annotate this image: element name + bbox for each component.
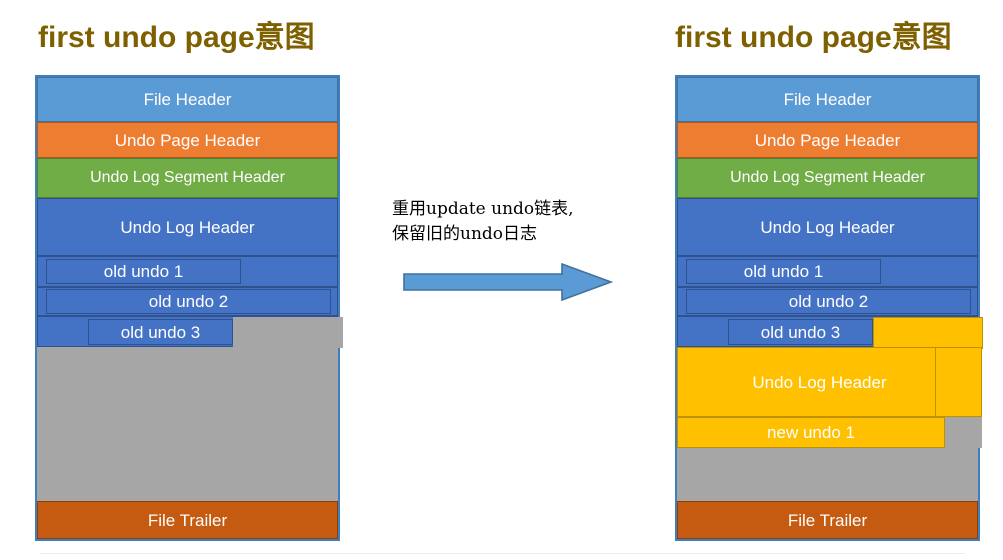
transformation-note-line-1: 重用update undo链表, [392,199,574,219]
right-undo-page-diagram: File Header Undo Page Header Undo Log Se… [675,75,983,541]
left-free-space [37,347,338,523]
left-undo-page-diagram: File Header Undo Page Header Undo Log Se… [35,75,343,541]
right-band-file-header: File Header [677,77,978,122]
right-band-undo-log-segment-header: Undo Log Segment Header [677,158,978,198]
right-old-undo-3-row: old undo 3 [677,316,983,349]
right-new-undo-1: new undo 1 [677,417,945,448]
left-old-undo-1: old undo 1 [46,259,241,284]
left-free-space-beside-old-undo-3 [233,317,343,348]
right-band-undo-page-header: Undo Page Header [677,122,978,158]
right-band-undo-log-header: Undo Log Header [677,198,978,256]
right-new-undo-log-header-step [935,347,982,417]
left-old-undo-1-row: old undo 1 [37,256,338,287]
transformation-note-line-2: 保留旧的undo日志 [392,223,538,244]
left-old-undo-2: old undo 2 [46,289,331,314]
left-band-undo-log-header: Undo Log Header [37,198,338,256]
right-new-undo-log-header-upper-fill [873,317,983,349]
left-diagram-title: first undo page意图 [38,21,315,54]
right-old-undo-1-row: old undo 1 [677,256,978,287]
right-diagram-title: first undo page意图 [675,21,952,54]
right-free-space-beside-new-undo-1 [945,417,982,448]
left-band-undo-log-segment-header: Undo Log Segment Header [37,158,338,198]
right-old-undo-2-row: old undo 2 [677,287,978,316]
bottom-divider [40,553,965,554]
left-band-file-header: File Header [37,77,338,122]
right-new-undo-log-header: Undo Log Header [677,347,962,417]
right-old-undo-3: old undo 3 [728,319,873,345]
left-old-undo-3-row: old undo 3 [37,316,343,348]
right-arrow-icon [403,262,614,302]
right-old-undo-1: old undo 1 [686,259,881,284]
left-band-file-trailer: File Trailer [37,501,338,539]
left-band-undo-page-header: Undo Page Header [37,122,338,158]
transformation-note: 重用update undo链表, 保留旧的undo日志 [392,197,622,246]
left-old-undo-3: old undo 3 [88,319,233,345]
left-old-undo-2-row: old undo 2 [37,287,338,316]
right-old-undo-2: old undo 2 [686,289,971,314]
right-band-file-trailer: File Trailer [677,501,978,539]
